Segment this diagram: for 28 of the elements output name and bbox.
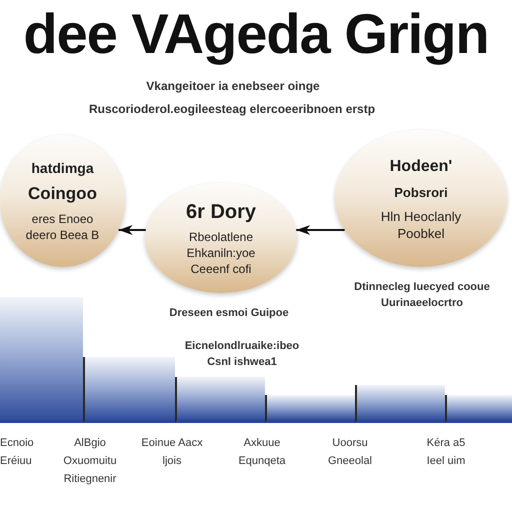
- bar-label: Axkuue Equnqeta: [237, 436, 287, 469]
- node-heading: 6r Dory: [186, 200, 256, 225]
- node-text: Coingoo: [28, 183, 97, 205]
- arrow: [296, 225, 345, 235]
- title: dee VAgeda Grign: [23, 1, 489, 67]
- node-caption: Dreseen esmoi Guipoe: [169, 306, 289, 321]
- step-bar: [265, 395, 355, 423]
- node-text: Rbeolatlene Ehkaniln:yoe Ceeenf cofi: [186, 229, 256, 277]
- bar-label: Uoorsu Gneeolal: [326, 436, 374, 469]
- arrow: [118, 225, 146, 235]
- step-bar: [175, 377, 265, 423]
- node-heading: Hodeen': [390, 156, 452, 176]
- node-text: Hln Heoclanly Poobkel: [380, 208, 462, 242]
- node-text: eres Enoeo deero Beea B: [24, 211, 100, 243]
- bar-label: Eoinue Aacx ljois: [141, 436, 203, 469]
- subtitle-text: Vkangeitoer ia enebseer oinge: [146, 78, 320, 94]
- annotation-text: Eicnelondlruaike:ibeo Csnl ishwea1: [184, 339, 300, 370]
- subtitle-text: Ruscorioderol.eogileesteag elercoeeribnoen erstp: [88, 101, 376, 117]
- step-bar: [0, 297, 83, 423]
- step-bar: [445, 395, 512, 423]
- node-heading: hatdimga: [31, 159, 94, 177]
- step-bar: [83, 357, 175, 423]
- bar-label: Ecnoio Eréiuu: [0, 436, 35, 469]
- node-caption: Dtinnecleg Iuecyed cooue Uurinaeelocrtro: [353, 280, 491, 311]
- bar-label: AlBgio Oxuomuitu Ritiegnenir: [62, 436, 118, 487]
- step-bar: [355, 385, 445, 423]
- bar-label: Kéra a5 Ieel uim: [426, 436, 466, 469]
- node-text: Pobsrori: [394, 184, 448, 200]
